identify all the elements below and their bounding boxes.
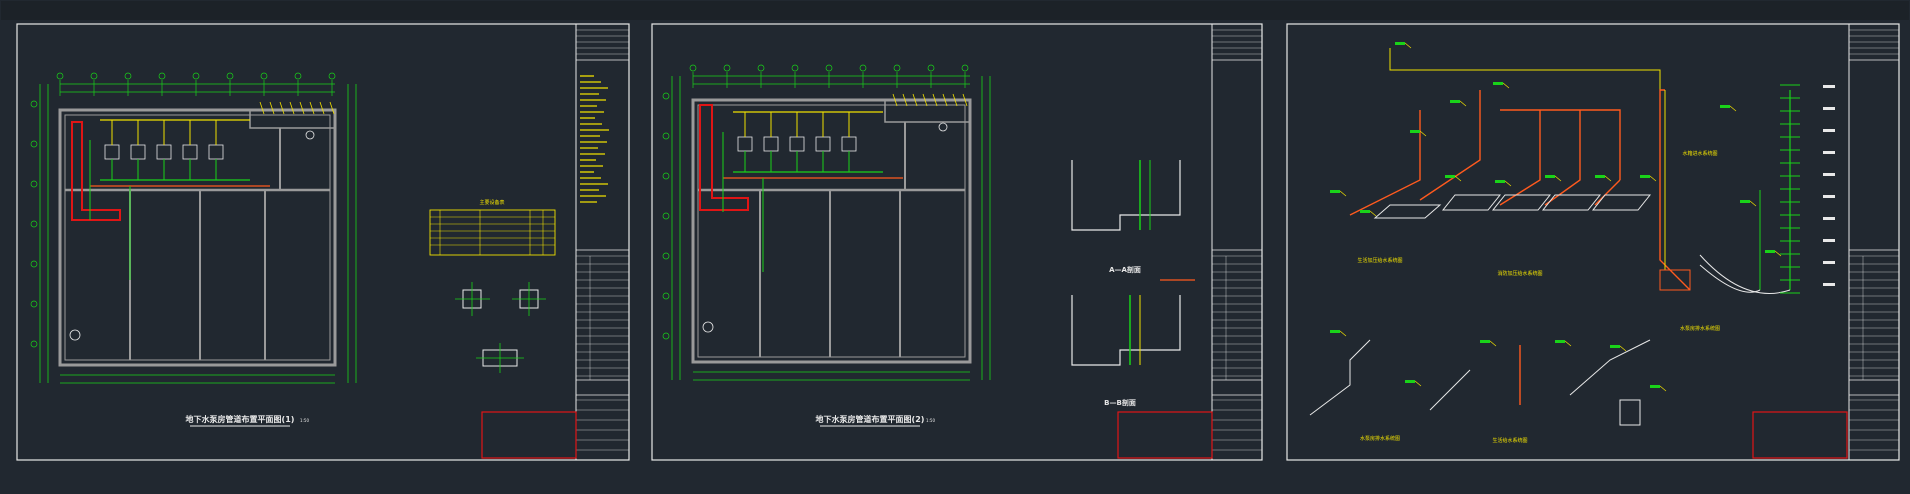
sheet-1-table-caption: 主要设备表 [479,199,504,206]
sheet-2-sections [1071,160,1195,366]
sheet-3-title-3: 水箱进水系统图 [1682,150,1717,157]
sheet-2-pipes [702,93,968,333]
sheet-3-title-block [1848,23,1900,461]
sheet-1-detail-sketches [455,282,546,373]
sheet-3-annotations [1330,42,1835,392]
sheet-2-dimensions [662,64,991,381]
sheet-2: A—A剖面 B—B剖面 地下水泵房管道布置平面图(2) 1:50 [651,23,1263,461]
sheet-3-title-5: 生活给水系统图 [1492,437,1527,444]
sheet-2-plan-walls [691,98,972,364]
sheet-1-title: 地下水泵房管道布置平面图(1) [186,414,295,424]
sheet-3-isometric-pipes [1309,48,1791,426]
sheet-1-equipment-table [429,209,556,256]
sheet-1-border [16,23,630,461]
sheet-2-title-rows [1212,29,1262,451]
sheet-1-plan-walls [58,108,337,367]
sheet-2-title-block [1211,23,1263,461]
sheet-2-border [651,23,1263,461]
sheet-3-title-6: 水泵房排水系统图 [1680,325,1720,332]
section-b-label: B—B剖面 [1104,398,1136,407]
sheet-1-pipes [69,101,335,341]
sheet-3-title-2: 消防加压给水系统图 [1497,270,1542,277]
sheet-2-stamp-box [1117,411,1213,459]
section-a-label: A—A剖面 [1109,265,1141,274]
sheet-3-border [1286,23,1900,461]
sheet-1-title-rows [576,29,629,451]
sheet-3: 生活加压给水系统图 消防加压给水系统图 水箱进水系统图 水泵房排水系统图 生活给… [1286,23,1900,461]
top-strip [1,1,1909,20]
sheet-1-scale: 1:50 [300,418,309,423]
sheet-3-stamp-box [1752,411,1848,459]
sheet-1: 主要设备表 地下水泵房管道布置平面图(1) 1:50 [16,23,630,461]
sheet-1-title-block [575,23,630,461]
sheet-3-title-rows [1849,29,1899,451]
sheet-3-title-1: 生活加压给水系统图 [1357,257,1402,264]
sheet-1-stamp-box [481,411,577,459]
sheet-3-title-4: 水泵房排水系统图 [1360,435,1400,442]
sheet-1-notes [580,75,609,203]
sheet-2-scale: 1:50 [926,418,935,423]
sheet-1-dimensions [30,72,357,384]
sheet-2-title: 地下水泵房管道布置平面图(2) [816,414,925,424]
